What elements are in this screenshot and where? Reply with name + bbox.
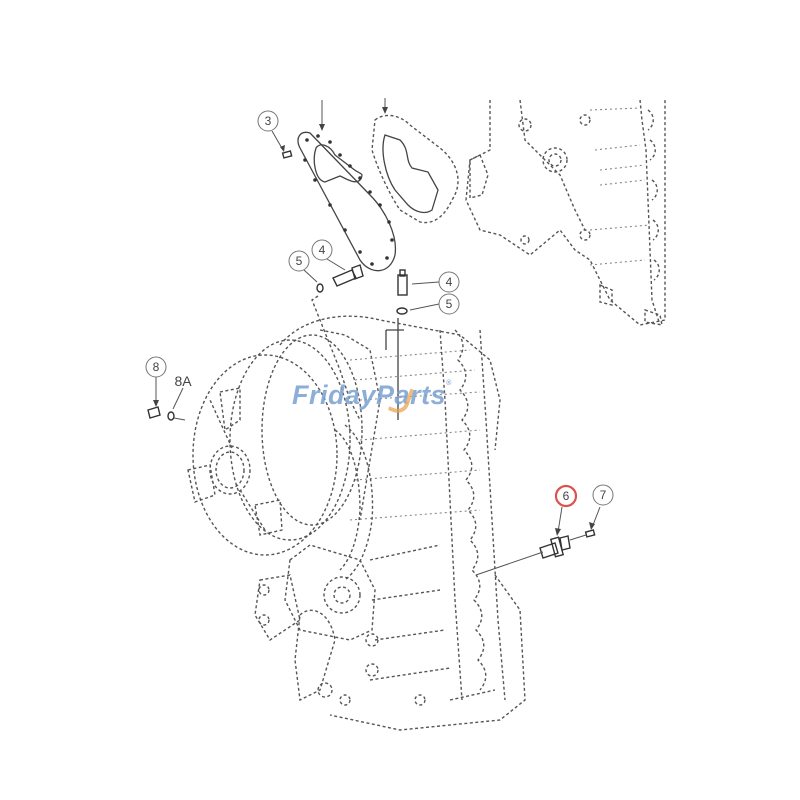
callout-4-right[interactable]: 4 (438, 271, 460, 293)
part-8a-oring (167, 387, 186, 421)
svg-text:5: 5 (296, 254, 303, 268)
callout-4-left[interactable]: 4 (311, 239, 333, 261)
cover-bolt-holes (303, 134, 394, 266)
svg-text:5: 5 (446, 297, 453, 311)
part-7-screw (569, 506, 601, 541)
callout-5-left[interactable]: 5 (288, 250, 310, 272)
part-4-fitting-right (397, 269, 440, 296)
cover-plate (297, 100, 397, 272)
callout-5-right[interactable]: 5 (438, 293, 460, 315)
housing-upper-right (465, 99, 666, 326)
svg-text:8A: 8A (174, 373, 192, 389)
part-4-fitting-left (326, 258, 364, 287)
svg-text:4: 4 (446, 275, 453, 289)
watermark-text-parts: Parts (376, 380, 447, 410)
part-5-oring-left (303, 269, 361, 421)
callout-7[interactable]: 7 (592, 484, 614, 506)
transmission-body (187, 315, 526, 731)
part-6-sensor (475, 506, 571, 576)
watermark-logo: FridayParts® (292, 380, 452, 417)
svg-text:6: 6 (563, 489, 570, 503)
callout-8[interactable]: 8 (145, 356, 167, 378)
registered-mark: ® (446, 380, 452, 387)
svg-text:8: 8 (153, 360, 160, 374)
part-5-oring-right (385, 303, 440, 420)
part-8-plug (147, 377, 161, 419)
callout-3[interactable]: 3 (257, 110, 279, 132)
part-3-bolt (271, 130, 293, 159)
callout-6-highlighted[interactable]: 6 (554, 484, 578, 508)
watermark-text-friday: Friday (292, 380, 377, 410)
svg-text:4: 4 (319, 243, 326, 257)
svg-text:3: 3 (265, 114, 272, 128)
gasket (371, 98, 459, 224)
svg-text:7: 7 (600, 488, 607, 502)
callout-8a[interactable]: 8A (174, 373, 192, 389)
